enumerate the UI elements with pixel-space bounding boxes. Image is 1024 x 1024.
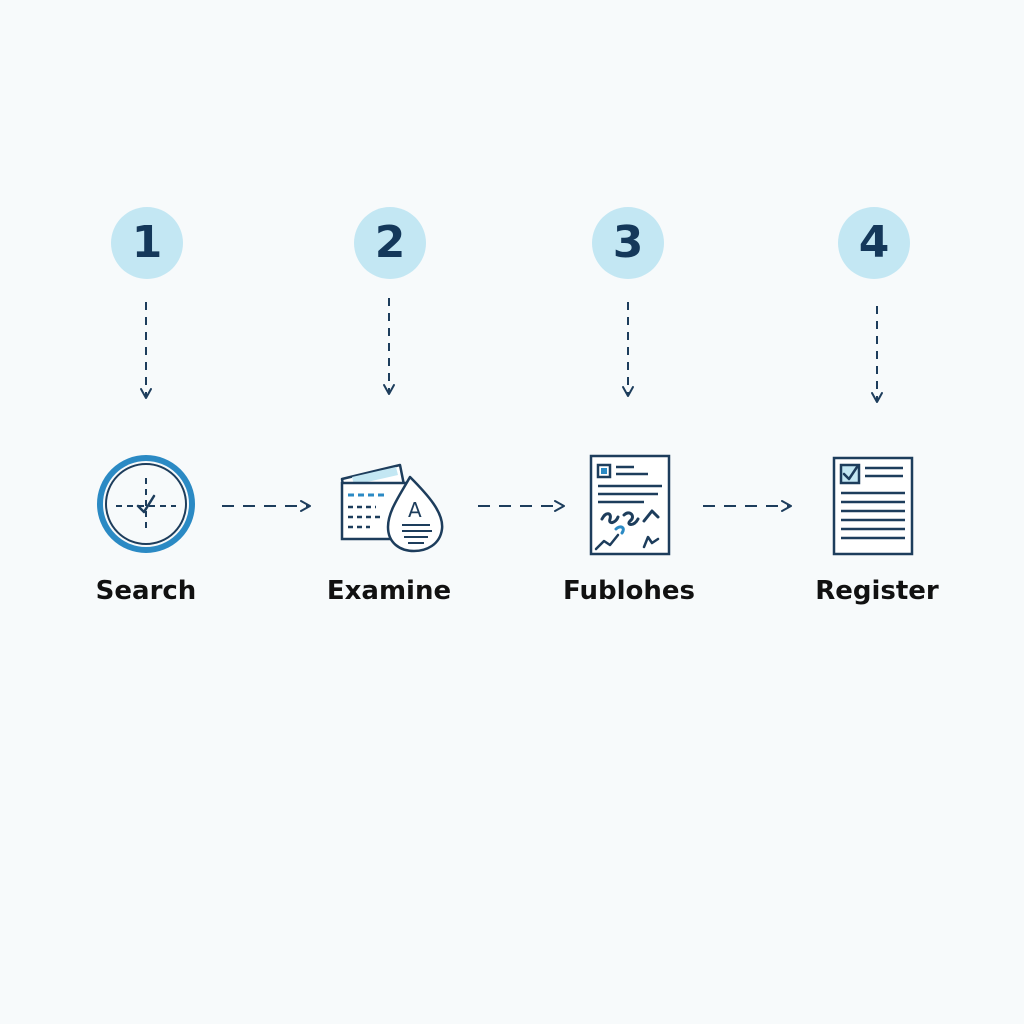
document-chart-icon <box>589 454 671 556</box>
step-2-number-badge: 2 <box>354 207 426 279</box>
checklist-document-icon <box>832 456 914 556</box>
step-4-number-badge: 4 <box>838 207 910 279</box>
svg-text:A: A <box>408 498 422 522</box>
step-3-number-badge: 3 <box>592 207 664 279</box>
clock-search-icon <box>97 455 195 553</box>
step-1-number-badge: 1 <box>111 207 183 279</box>
step-1-label: Search <box>95 576 197 606</box>
step-4-label: Register <box>815 576 939 606</box>
step-2-label: Examine <box>326 576 452 606</box>
step-3-label: Fublohes <box>563 576 695 606</box>
documents-examine-icon: A <box>340 463 444 553</box>
